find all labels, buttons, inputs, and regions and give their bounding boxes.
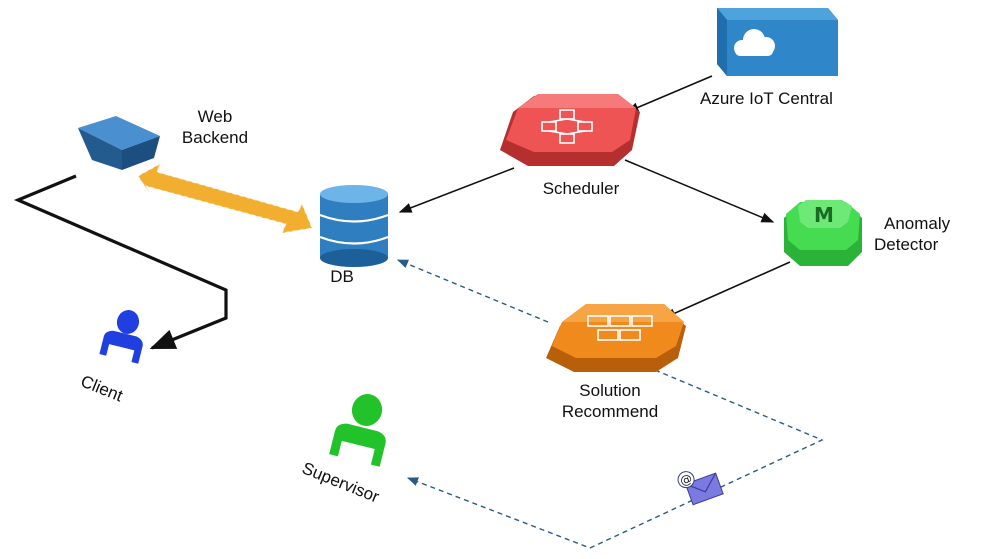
label-scheduler: Scheduler — [542, 179, 620, 198]
label-anomaly-line2: Detector — [874, 235, 939, 254]
edge-azure-to-scheduler — [625, 75, 713, 113]
label-anomaly-line1: Anomaly — [884, 214, 951, 233]
edge-scheduler-to-anomaly — [624, 159, 775, 223]
label-solution-line1: Solution — [579, 381, 641, 400]
edge-solution-to-db — [396, 259, 549, 323]
person-icon — [329, 394, 386, 467]
cloud-cube-icon — [717, 8, 838, 76]
email-glyph: @ — [678, 471, 694, 488]
label-azure-iot-central: Azure IoT Central — [700, 89, 833, 108]
edge-scheduler-to-db — [398, 167, 515, 213]
email-icon: @ — [677, 471, 724, 506]
label-web-backend: Web Backend — [160, 106, 270, 148]
anomaly-glyph: M — [814, 203, 834, 227]
edge-web-to-client — [13, 174, 228, 350]
web-db-sync-arrow — [137, 162, 313, 234]
cube-icon — [78, 116, 160, 170]
grid-octagon-icon — [546, 304, 686, 372]
label-solution-line2: Recommend — [561, 402, 659, 421]
workflow-icon — [500, 94, 640, 166]
database-icon — [319, 185, 389, 267]
m-octagon-icon: M — [784, 200, 862, 266]
label-solution-recommend: Solution Recommend — [540, 380, 680, 422]
label-db: DB — [330, 267, 354, 286]
label-anomaly-detector: Anomaly Detector — [874, 213, 951, 255]
label-web-line2: Backend — [181, 128, 249, 147]
label-web-line1: Web — [197, 107, 233, 126]
person-icon — [99, 310, 143, 364]
edge-anomaly-to-solution — [662, 261, 791, 319]
